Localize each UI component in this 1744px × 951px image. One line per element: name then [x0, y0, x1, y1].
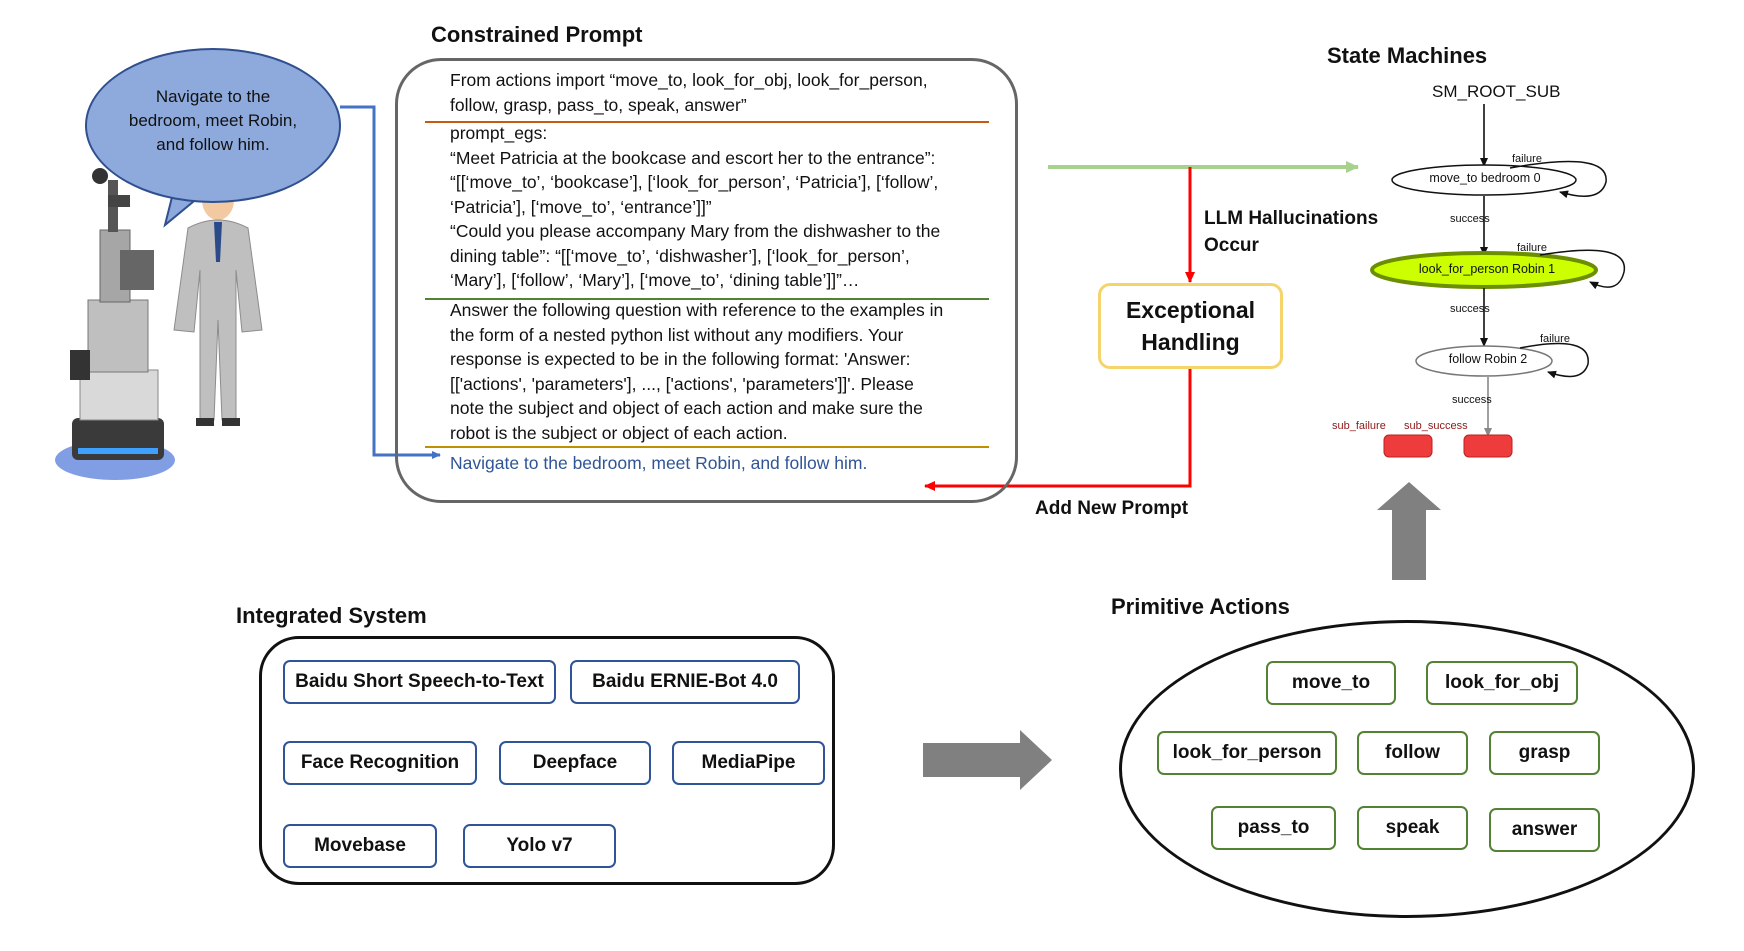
speech-bubble-text: Navigate to the bedroom, meet Robin, and… [128, 86, 298, 154]
add-new-prompt-label: Add New Prompt [1035, 498, 1189, 519]
state-machines-title: State Machines [1327, 43, 1488, 68]
state-follow-label: follow Robin 2 [1448, 352, 1528, 366]
prompt-line: ‘Mary’], [‘follow’, ‘Mary’], [‘move_to’,… [450, 270, 860, 290]
sm-root-label: SM_ROOT_SUB [1432, 82, 1561, 101]
sub-failure-outcome [1383, 434, 1433, 458]
sub-success-label: sub_success [1404, 420, 1468, 432]
llm-hallucinations-label: LLM Hallucinations Occur [1204, 208, 1379, 256]
prompt-query: Navigate to the bedroom, meet Robin, and… [450, 453, 868, 473]
action-speak: speak [1357, 806, 1468, 850]
prompt-line: [['actions', 'parameters'], ..., ['actio… [450, 373, 914, 394]
action-pass-to: pass_to [1211, 806, 1336, 850]
sub-success-outcome [1463, 434, 1513, 458]
state-follow-success: success [1452, 394, 1492, 406]
system-item-movebase: Movebase [283, 824, 437, 868]
primitive-actions-ellipse [1119, 620, 1695, 918]
sub-failure-label: sub_failure [1332, 420, 1386, 432]
action-follow: follow [1357, 731, 1468, 775]
prompt-line: “[[‘move_to’, ‘bookcase’], [‘look_for_pe… [450, 172, 939, 192]
prompt-line: ‘Patricia’], [‘move_to’, ‘entrance’]]” [450, 196, 712, 217]
system-item-ernie-bot: Baidu ERNIE-Bot 4.0 [570, 660, 800, 704]
system-item-mediapipe: MediaPipe [672, 741, 825, 785]
system-item-speech-to-text: Baidu Short Speech-to-Text [283, 660, 556, 704]
prompt-line: robot is the subject or object of each a… [450, 422, 788, 443]
constrained-prompt-title: Constrained Prompt [431, 22, 643, 47]
state-machine-graph [1370, 104, 1626, 458]
prompt-line: dining table”: “[[‘move_to’, ‘dishwasher… [450, 245, 910, 266]
state-look-for-person-ellipse [1370, 251, 1598, 289]
prompt-instructions: Answer the following question with refer… [450, 298, 1010, 445]
actions-to-state-machines-arrow [1377, 482, 1441, 580]
robot-illustration [55, 168, 175, 480]
state-look-for-person-label: look_for_person Robin 1 [1418, 262, 1556, 276]
system-item-deepface: Deepface [499, 741, 651, 785]
primitive-actions-title: Primitive Actions [1111, 594, 1290, 619]
state-follow-ellipse [1415, 345, 1553, 377]
prompt-line: prompt_egs: [450, 123, 548, 143]
prompt-actions-import: From actions import “move_to, look_for_o… [450, 68, 1010, 117]
state-follow-failure: failure [1540, 333, 1570, 345]
person-illustration [173, 177, 263, 426]
action-answer: answer [1489, 808, 1600, 852]
add-new-prompt-arrow [924, 369, 1192, 491]
prompt-line: “Meet Patricia at the bookcase and escor… [450, 147, 936, 168]
integrated-system-title: Integrated System [236, 603, 427, 628]
prompt-examples: prompt_egs: “Meet Patricia at the bookca… [450, 121, 1010, 293]
state-move-to-ellipse [1391, 164, 1577, 196]
action-look-for-obj: look_for_obj [1426, 661, 1578, 705]
constrained-prompt-box [395, 58, 1018, 503]
prompt-line: Answer the following question with refer… [450, 300, 944, 320]
system-item-yolo: Yolo v7 [463, 824, 616, 868]
speech-bubble: Navigate to the bedroom, meet Robin, and… [85, 48, 341, 203]
prompt-line: “Could you please accompany Mary from th… [450, 221, 941, 241]
prompt-line: note the subject and object of each acti… [450, 398, 923, 418]
state-move-to-failure: failure [1512, 153, 1542, 165]
state-look-for-person-success: success [1450, 303, 1490, 315]
action-grasp: grasp [1489, 731, 1600, 775]
prompt-line: the form of a nested python list without… [450, 324, 904, 345]
exceptional-handling-text: Exceptional Handling [1125, 297, 1256, 355]
prompt-line: From actions import “move_to, look_for_o… [450, 70, 928, 90]
prompt-separator-2 [425, 298, 989, 300]
state-move-to-success: success [1450, 213, 1490, 225]
exceptional-handling-box: Exceptional Handling [1098, 283, 1283, 369]
action-look-for-person: look_for_person [1157, 731, 1337, 775]
prompt-line: follow, grasp, pass_to, speak, answer” [450, 94, 747, 115]
integrated-system-box [259, 636, 835, 885]
prompt-separator-3 [425, 446, 989, 448]
system-item-face-recognition: Face Recognition [283, 741, 477, 785]
state-look-for-person-failure: failure [1517, 242, 1547, 254]
prompt-separator-1 [425, 121, 989, 123]
system-to-actions-arrow [923, 730, 1052, 790]
bubble-to-prompt-arrow [340, 105, 441, 459]
state-move-to-label: move_to bedroom 0 [1429, 171, 1541, 185]
action-move-to: move_to [1266, 661, 1396, 705]
prompt-line: response is expected to be in the follow… [450, 349, 911, 369]
